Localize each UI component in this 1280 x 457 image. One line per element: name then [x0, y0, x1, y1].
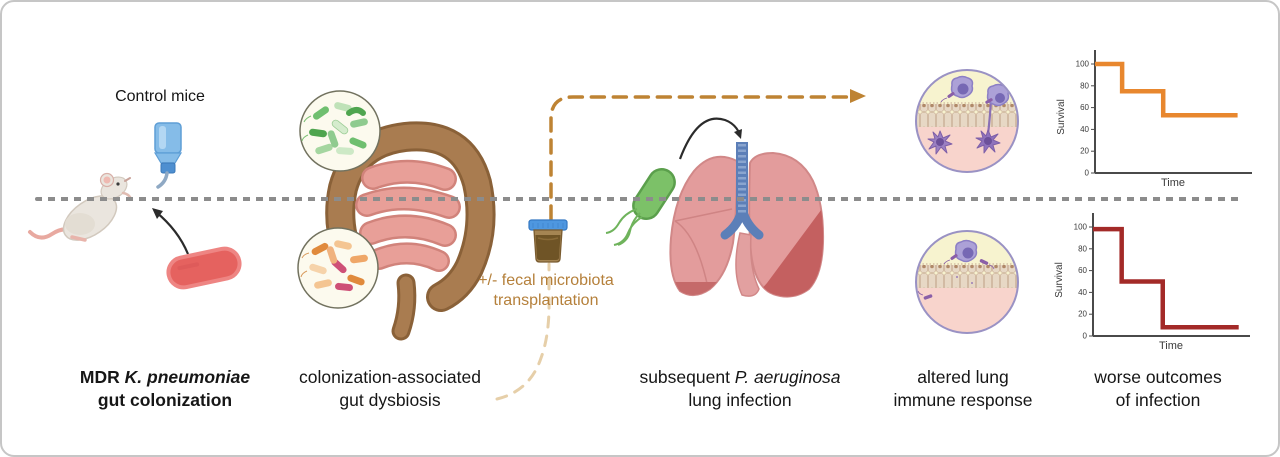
caption-text: of infection — [1115, 390, 1201, 410]
caption-text: colonization-associated — [299, 367, 481, 387]
p-aeruginosa-icon — [605, 168, 676, 246]
caption-text: subsequent — [639, 367, 735, 387]
macrophage-icon — [940, 75, 974, 103]
caption-species-italic: K. pneumoniae — [124, 367, 251, 387]
dendritic-cell-icon — [927, 130, 953, 155]
lungs-illustration — [669, 151, 825, 298]
label-control-mice: Control mice — [115, 88, 205, 105]
dendritic-cell-icon — [975, 99, 1001, 154]
svg-text:100: 100 — [1074, 223, 1088, 232]
fecal-sample-jar-icon — [528, 219, 568, 263]
arrow-capsule-to-mouse — [152, 208, 190, 255]
caption-mdr-gut-colonization: MDR K. pneumoniae gut colonization — [50, 366, 280, 412]
caption-gut-dysbiosis: colonization-associated gut dysbiosis — [275, 366, 505, 412]
caption-text: gut colonization — [97, 390, 233, 410]
macrophage-icon — [985, 83, 1010, 107]
svg-text:Survival: Survival — [1054, 262, 1065, 298]
caption-text: gut dysbiosis — [339, 390, 441, 410]
caption-worse-outcomes: worse outcomes of infection — [1043, 366, 1273, 412]
caption-text: immune response — [893, 390, 1033, 410]
caption-text: worse outcomes — [1094, 367, 1222, 387]
svg-text:40: 40 — [1078, 288, 1087, 297]
macrophage-icon — [943, 239, 978, 265]
fmt-dashed-path — [549, 95, 851, 221]
lung-infection-illustration — [605, 117, 825, 298]
svg-text:0: 0 — [1085, 169, 1090, 178]
caption-text: altered lung — [917, 367, 1009, 387]
svg-text:80: 80 — [1080, 81, 1089, 90]
caption-species-italic: P. aeruginosa — [734, 367, 841, 387]
caption-text: lung infection — [688, 390, 792, 410]
svg-text:60: 60 — [1078, 266, 1087, 275]
svg-text:Time: Time — [1159, 340, 1183, 352]
svg-text:100: 100 — [1076, 60, 1090, 69]
invading-bacteria-icons — [917, 259, 995, 300]
fmt-dashed-path-faint — [495, 262, 551, 401]
immune-response-circle-top — [915, 69, 1019, 173]
water-bottle-icon — [153, 122, 183, 189]
svg-text:20: 20 — [1078, 310, 1087, 319]
immune-response-circle-bottom — [915, 230, 1019, 334]
healthy-microbiota-inset — [299, 90, 381, 172]
svg-text:Time: Time — [1161, 177, 1185, 189]
fmt-arrowhead — [850, 89, 866, 103]
svg-text:60: 60 — [1080, 103, 1089, 112]
k-pneumoniae-capsule-icon — [166, 246, 242, 290]
svg-text:20: 20 — [1080, 147, 1089, 156]
trachea-icon — [720, 142, 764, 240]
small-intestine — [355, 159, 461, 272]
dashed-divider-line — [35, 197, 1243, 201]
caption-lung-infection: subsequent P. aeruginosa lung infection — [625, 366, 855, 412]
fmt-dashed-arrow — [495, 89, 866, 401]
label-fmt: +/- fecal microbiota transplantation — [478, 272, 614, 309]
mouse-icon — [28, 172, 133, 242]
dysbiotic-microbiota-inset — [297, 227, 379, 309]
caption-text: MDR — [79, 367, 125, 387]
arrow-bacterium-to-lungs — [678, 117, 742, 160]
svg-text:0: 0 — [1083, 332, 1088, 341]
caption-immune-response: altered lung immune response — [848, 366, 1078, 412]
svg-text:80: 80 — [1078, 244, 1087, 253]
svg-text:Survival: Survival — [1056, 99, 1067, 135]
svg-text:40: 40 — [1080, 125, 1089, 134]
